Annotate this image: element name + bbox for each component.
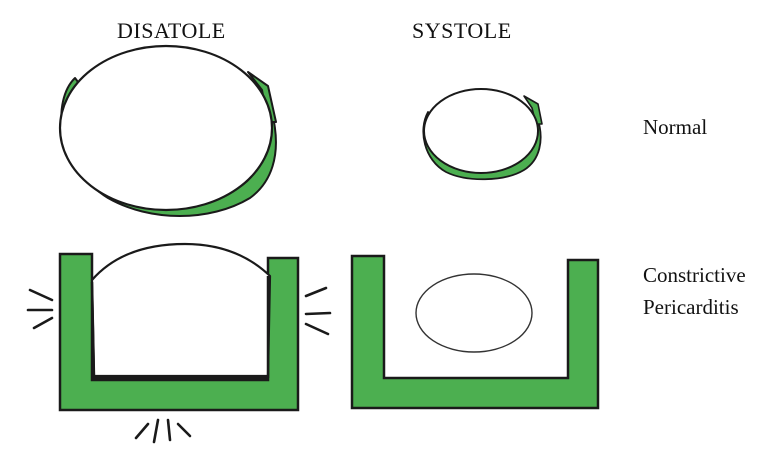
- knock-line-bottom-2: [152, 418, 160, 444]
- constrictive-systole-ventricle: [415, 273, 533, 353]
- constrictive-row-label-line2: Pericarditis: [643, 295, 739, 319]
- diastole-heading: DISATOLE: [117, 18, 226, 43]
- knock-line-right-3: [304, 322, 330, 336]
- normal-row-label: Normal: [643, 115, 708, 139]
- normal-diastole-ventricle: [58, 44, 274, 212]
- constrictive-diastole-heart: [58, 242, 300, 412]
- knock-line-left-3: [32, 316, 54, 330]
- normal-systole-ventricle: [423, 88, 539, 174]
- systole-heading: SYSTOLE: [412, 18, 512, 43]
- knock-line-right-2: [304, 311, 332, 316]
- normal-systole-heart: [422, 88, 543, 181]
- constrictive-diastole-ventricle: [90, 242, 272, 378]
- pericardial-knock-lines: [26, 286, 332, 444]
- constrictive-diastole-wall-inner-left: [90, 281, 96, 379]
- knock-line-right-1: [304, 286, 328, 298]
- knock-line-bottom-1: [134, 422, 150, 440]
- knock-line-bottom-3: [166, 418, 172, 442]
- knock-line-bottom-4: [176, 422, 192, 438]
- constrictive-systole-heart: [350, 254, 600, 410]
- constrictive-row-label-line1: Constrictive: [643, 263, 746, 287]
- normal-systole-pericardium-tip: [523, 95, 543, 125]
- normal-diastole-heart: [58, 44, 277, 217]
- knock-line-left-1: [28, 288, 54, 302]
- constrictive-row-label: Constrictive Pericarditis: [643, 259, 746, 323]
- constrictive-systole-pericardium: [350, 254, 600, 410]
